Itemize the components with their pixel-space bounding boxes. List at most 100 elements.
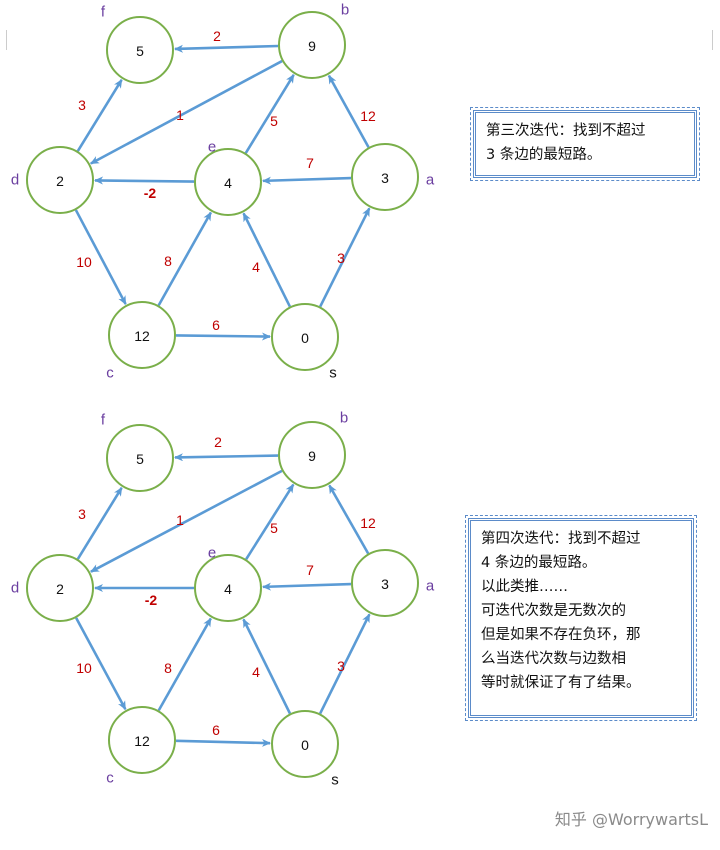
- edge-e-to-b: [244, 73, 295, 154]
- node-circle: [108, 706, 176, 774]
- node-label: s: [329, 365, 337, 382]
- page-edge-mark-right: [712, 30, 714, 50]
- edge-weight-b-f: 2: [213, 28, 221, 44]
- node-label: c: [106, 365, 114, 382]
- node-distance: 3: [381, 170, 389, 186]
- watermark: 知乎 @WorrywartsL: [554, 810, 708, 829]
- node-circle: [351, 143, 419, 211]
- node-label: d: [11, 172, 19, 189]
- node-d: 2d: [11, 554, 94, 622]
- node-label: c: [106, 770, 114, 787]
- edge-d-to-c: [74, 209, 127, 305]
- edge-e-to-d: [93, 176, 195, 185]
- node-circle: [26, 146, 94, 214]
- edge-weight-c-s: 6: [212, 317, 220, 333]
- edge-weight-d-c: 10: [76, 254, 92, 270]
- edge-weight-d-f: 3: [78, 506, 86, 522]
- edge-c-to-e: [157, 211, 212, 306]
- node-b: 9b: [278, 410, 348, 489]
- edge-s-to-e: [242, 618, 292, 715]
- edge-weight-b-d: 1: [176, 107, 184, 123]
- edge-weight-d-c: 10: [76, 660, 92, 676]
- note-line: 以此类推……: [481, 579, 568, 595]
- node-distance: 12: [134, 328, 150, 344]
- iteration-4-note: 第四次迭代：找到不超过 4 条边的最短路。 以此类推…… 可迭代次数是无数次的 …: [465, 515, 697, 721]
- node-circle: [271, 710, 339, 778]
- node-label: e: [208, 139, 216, 156]
- node-distance: 4: [224, 175, 232, 191]
- edge-a-to-b: [328, 484, 370, 555]
- edge-weight-a-e: 7: [306, 155, 314, 171]
- edge-s-to-e: [242, 212, 292, 308]
- note-line: 4 条边的最短路。: [481, 555, 597, 571]
- node-distance: 3: [381, 576, 389, 592]
- node-f: 5f: [101, 4, 174, 84]
- node-s: 0s: [271, 303, 339, 382]
- node-distance: 5: [136, 451, 144, 467]
- node-distance: 2: [56, 173, 64, 189]
- edge-b-to-d: [89, 59, 283, 165]
- node-label: d: [11, 580, 19, 597]
- edge-a-to-b: [327, 74, 370, 148]
- node-distance: 4: [224, 581, 232, 597]
- edge-weight-s-e: 4: [252, 664, 260, 680]
- edge-d-to-f: [76, 78, 123, 152]
- edge-d-to-c: [74, 617, 127, 711]
- edge-c-to-e: [157, 617, 212, 712]
- edge-weight-e-b: 5: [270, 113, 278, 129]
- node-distance: 12: [134, 733, 150, 749]
- node-label: b: [340, 410, 348, 427]
- edge-weight-a-b: 12: [360, 108, 376, 124]
- node-circle: [271, 303, 339, 371]
- edge-weight-s-a: 3: [337, 250, 345, 266]
- node-circle: [108, 301, 176, 369]
- edge-c-to-s: [175, 738, 272, 747]
- edges-group: 2 3 1 5 12 -2 7 10 8 4 3 6: [74, 28, 376, 341]
- node-s: 0s: [271, 710, 339, 789]
- node-e: 4e: [194, 139, 262, 216]
- node-circle: [26, 554, 94, 622]
- note-line: 等时就保证了有了结果。: [481, 675, 641, 691]
- node-c: 12 c: [106, 706, 176, 787]
- edge-d-to-f: [76, 486, 123, 560]
- edge-weight-c-s: 6: [212, 722, 220, 738]
- node-label: f: [101, 412, 106, 429]
- edge-weight-b-d: 1: [176, 512, 184, 528]
- edge-e-to-b: [245, 483, 295, 560]
- node-circle: [194, 148, 262, 216]
- node-label: b: [341, 2, 349, 19]
- note-line: 3 条边的最短路。: [486, 147, 602, 163]
- node-distance: 0: [301, 330, 309, 346]
- edge-b-to-f: [173, 453, 279, 462]
- edge-s-to-a: [319, 207, 371, 308]
- edge-a-to-e: [261, 176, 352, 185]
- node-c: 12 c: [106, 301, 176, 382]
- node-distance: 5: [136, 43, 144, 59]
- edge-weight-e-b: 5: [270, 520, 278, 536]
- node-circle: [106, 16, 174, 84]
- node-d: 2d: [11, 146, 94, 214]
- edge-c-to-s: [175, 332, 272, 341]
- edge-weight-s-a: 3: [337, 658, 345, 674]
- edge-weight-e-d: -2: [145, 592, 158, 608]
- edge-weight-d-f: 3: [78, 97, 86, 113]
- node-circle: [351, 549, 419, 617]
- node-circle: [278, 421, 346, 489]
- edge-weight-c-e: 8: [164, 253, 172, 269]
- node-circle: [106, 424, 174, 492]
- note-line: 第三次迭代：找到不超过: [486, 123, 646, 139]
- edge-weight-a-e: 7: [306, 562, 314, 578]
- node-label: f: [101, 4, 106, 21]
- edge-weight-a-b: 12: [360, 515, 376, 531]
- node-distance: 9: [308, 448, 316, 464]
- node-distance: 9: [308, 38, 316, 54]
- edge-weight-e-d: -2: [144, 185, 157, 201]
- iteration-3-note: 第三次迭代：找到不超过 3 条边的最短路。: [470, 107, 700, 181]
